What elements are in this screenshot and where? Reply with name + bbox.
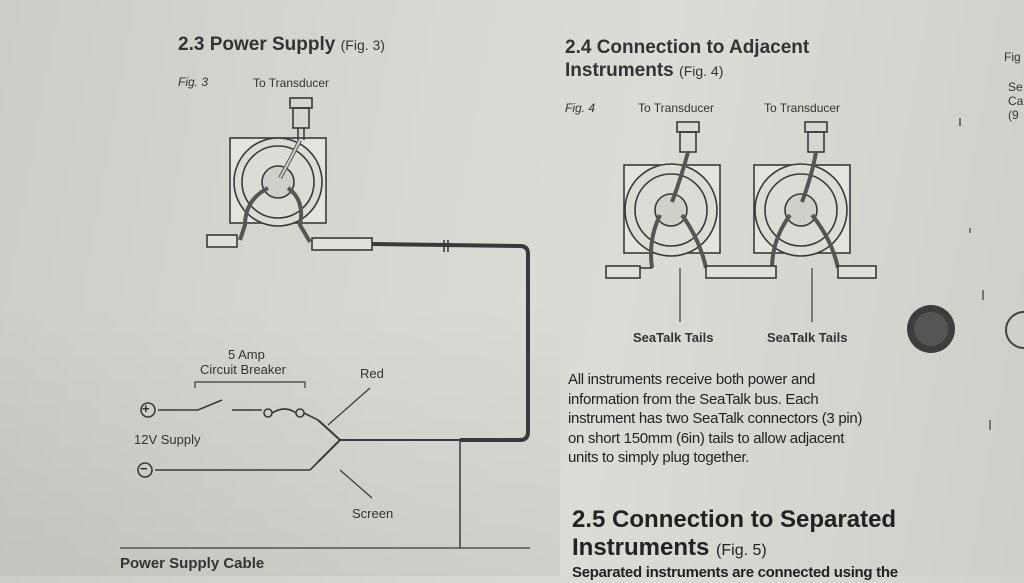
section-title: Power Supply xyxy=(209,34,336,55)
section-number: 2.4 xyxy=(565,37,592,58)
plus-terminal-symbol: + xyxy=(142,401,150,416)
section-number: 2.3 xyxy=(178,34,205,55)
paragraph-line: instrument has two SeaTalk connectors (3… xyxy=(568,410,863,427)
right-fig-label: Fig xyxy=(1004,50,1021,64)
fig3-instrument xyxy=(206,97,373,251)
fig-reference: (Fig. 4) xyxy=(679,63,724,79)
fig3-label: Fig. 3 xyxy=(178,75,209,89)
section-2-5-heading-line2: Instruments (Fig. 5) xyxy=(572,534,767,565)
red-wire-label: Red xyxy=(360,366,384,381)
fig3-cable xyxy=(120,240,530,549)
section-title-cont: Instruments xyxy=(565,60,674,81)
screen-wire-label: Screen xyxy=(352,506,394,521)
circuit-breaker-label: Circuit Breaker xyxy=(200,362,286,377)
paragraph-line: on short 150mm (6in) tails to allow adja… xyxy=(568,429,845,447)
fragment-line: Se xyxy=(1008,80,1023,94)
section-title: Connection to Separated xyxy=(612,506,897,533)
fig4-label: Fig. 4 xyxy=(565,101,596,115)
fragment-line: (9 xyxy=(1008,108,1019,122)
section-title: Connection to Adjacent xyxy=(596,37,810,58)
fragment-line: Ca xyxy=(1008,94,1024,108)
section-2-4-heading: 2.4 Connection to Adjacent xyxy=(565,37,809,59)
paragraph-line: information from the SeaTalk bus. Each xyxy=(568,390,819,408)
section-title-cont: Instruments xyxy=(572,534,710,561)
cut-off-line: Separated instruments are connected usin… xyxy=(572,564,898,581)
right-text-fragments: Se Ca (9 xyxy=(1008,80,1023,122)
fig3-to-transducer: To Transducer xyxy=(253,76,330,90)
supply-label: 12V Supply xyxy=(134,432,201,447)
seatalk-tails-label-2: SeaTalk Tails xyxy=(767,330,848,345)
fig4-instrument-1 xyxy=(605,121,721,279)
fig-reference: (Fig. 3) xyxy=(340,37,385,53)
section-2-4-heading-line2: Instruments (Fig. 4) xyxy=(565,60,723,82)
paragraph-seatalk: All instruments receive both power and i… xyxy=(568,370,948,468)
amp-label: 5 Amp xyxy=(228,347,265,362)
fig4-pointers xyxy=(679,268,813,322)
seatalk-tails-label-1: SeaTalk Tails xyxy=(633,330,714,345)
emblem-graphic xyxy=(907,305,1024,353)
section-2-3-heading: 2.3 Power Supply (Fig. 3) xyxy=(178,34,385,56)
fig4-instrument-2 xyxy=(705,121,877,279)
fig4-to-transducer-2: To Transducer xyxy=(764,101,841,115)
paragraph-line: units to simply plug together. xyxy=(568,449,750,466)
fig4-to-transducer-1: To Transducer xyxy=(638,101,715,115)
power-supply-cable-label: Power Supply Cable xyxy=(120,555,265,572)
fig-reference: (Fig. 5) xyxy=(716,542,767,559)
minus-terminal-symbol: − xyxy=(140,461,148,476)
fig3-supply-wiring xyxy=(137,381,373,499)
section-2-5-heading: 2.5 Connection to Separated xyxy=(572,506,896,534)
paragraph-line: All instruments receive both power and xyxy=(568,371,816,388)
right-column-marks xyxy=(959,118,991,430)
section-number: 2.5 xyxy=(572,506,606,533)
